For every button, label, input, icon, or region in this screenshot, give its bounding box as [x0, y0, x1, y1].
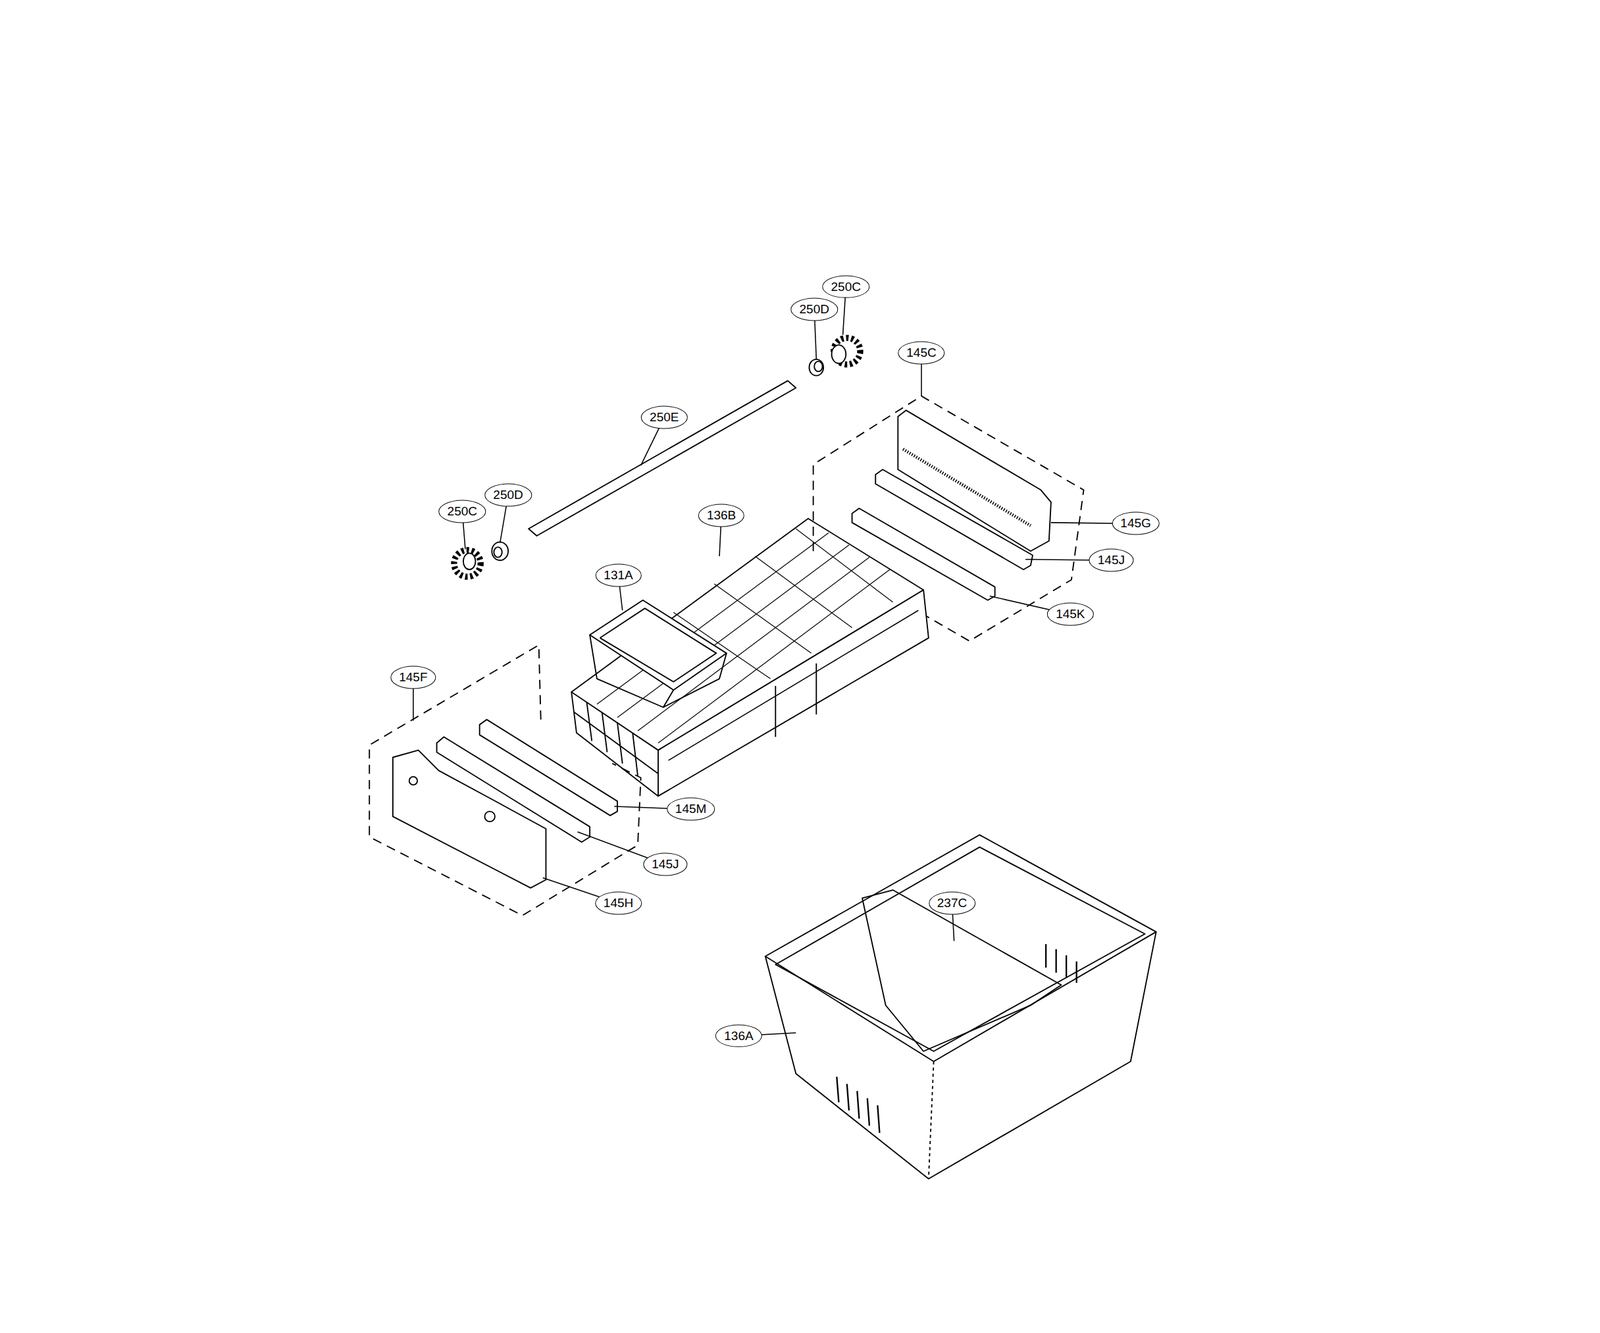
rail — [852, 508, 996, 601]
callout-number: 145J — [643, 852, 688, 877]
rail — [437, 736, 591, 842]
callout-number: 250E — [641, 406, 688, 430]
rail — [875, 469, 1033, 570]
gear — [454, 337, 861, 577]
group-outline — [813, 396, 1084, 642]
callout-number: 250C — [822, 275, 870, 299]
callout-number: 145F — [390, 666, 436, 690]
divider — [862, 889, 1061, 1052]
wire-basket — [571, 518, 929, 797]
rail — [479, 719, 618, 816]
callout-number: 136B — [698, 504, 745, 528]
callout-number: 250C — [438, 499, 486, 523]
leader-lines — [413, 286, 1136, 1036]
callout-number: 250D — [484, 483, 532, 507]
callout-number: 136A — [715, 1024, 762, 1048]
callout-number: 131A — [594, 564, 642, 588]
rail-plate — [897, 410, 1052, 551]
rod — [528, 380, 796, 536]
callout-number: 145K — [1047, 602, 1094, 626]
callout-number: 145H — [594, 891, 642, 915]
callout-number: 145G — [1111, 512, 1160, 536]
group-outline — [369, 645, 641, 916]
callout-number: 250D — [790, 297, 838, 321]
small-bin — [589, 600, 727, 708]
callout-number: 145C — [897, 341, 945, 365]
crisper-bin — [765, 834, 1157, 1179]
callout-number: 237C — [928, 891, 976, 915]
callout-number: 145J — [1089, 548, 1134, 572]
rail-plate — [392, 750, 547, 888]
callout-number: 145M — [666, 797, 716, 821]
cap — [491, 359, 824, 561]
